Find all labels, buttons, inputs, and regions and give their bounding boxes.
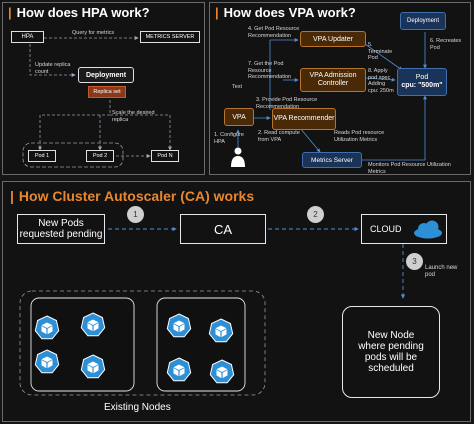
hpa-scale-arrow-n [110, 114, 172, 151]
vpa-box: VPA [224, 108, 254, 126]
ca-pending-pods-box: New Pods requested pending [17, 214, 105, 244]
hpa-deployment-box: Deployment [78, 67, 134, 83]
hpa-box-label: HPA [21, 34, 34, 40]
kubernetes-pod-icon [166, 357, 192, 382]
vpa-updater-label: VPA Updater [313, 35, 353, 43]
hpa-update-label: Update replica count [35, 62, 71, 75]
ca-box-label: CA [213, 221, 233, 237]
ca-existing-nodes-label: Existing Nodes [104, 402, 171, 413]
vpa-metrics-to-pod [360, 95, 427, 161]
ca-step-3-badge: 3 [406, 253, 423, 270]
vpa-text-label: Text [232, 84, 243, 90]
hpa-pod-2-label: Pod 2 [92, 153, 108, 159]
vpa-step8-label: 8. Apply pod spec Adding cpu: 250m [368, 68, 394, 94]
ca-cloud-label: CLOUD [370, 224, 402, 234]
ca-cloud-box: CLOUD [361, 214, 447, 244]
ca-new-node-label: New Node where pending pods will be sche… [358, 330, 424, 374]
hpa-pod-2: Pod 2 [86, 150, 114, 162]
hpa-scale-arrow [38, 100, 111, 151]
ca-box: CA [180, 214, 266, 244]
hpa-pod-n-label: Pod N [157, 153, 173, 159]
vpa-reads-label: Reads Pod resource Utilization Metrics [334, 130, 385, 143]
ca-step-1-label: 1 [133, 210, 138, 219]
hpa-scale-label: Scale the desired replica [112, 110, 155, 123]
hpa-update-arrow [29, 44, 76, 77]
kubernetes-pod-icon [166, 313, 192, 338]
kubernetes-pod-icon [80, 312, 106, 337]
hpa-pod-1: Pod 1 [28, 150, 56, 162]
vpa-step5-label: 5. Terminate Pod [368, 42, 393, 61]
cloud-icon [414, 220, 442, 239]
vpa-deployment-box: Deployment [400, 12, 446, 30]
hpa-pod-1-label: Pod 1 [34, 153, 50, 159]
ca-pending-pods-label: New Pods requested pending [19, 218, 103, 240]
vpa-pod-cpu: cpu: "500m" [401, 82, 443, 89]
vpa-step6-label: 6. Recreates Pod [430, 38, 462, 51]
hpa-replicaset-box: Replica set [88, 86, 126, 98]
kubernetes-pod-icon [34, 349, 60, 374]
kubernetes-pod-icon [209, 359, 235, 384]
ca-title: |How Cluster Autoscaler (CA) works [10, 188, 255, 204]
hpa-deployment-label: Deployment [85, 71, 127, 79]
vpa-box-label: VPA [232, 113, 246, 121]
hpa-title: |How does HPA work? [8, 5, 150, 20]
hpa-metrics-server-box: METRICS SERVER [140, 31, 200, 43]
ca-step-1-badge: 1 [127, 206, 144, 223]
kubernetes-pod-icon [208, 318, 234, 343]
vpa-admission-to-pod [364, 77, 396, 82]
hpa-replicaset-label: Replica set [93, 89, 121, 95]
vpa-pod-title: Pod [415, 74, 429, 81]
vpa-updater-box: VPA Updater [300, 31, 366, 47]
vpa-monitors-label: Monitors Pod Resource Utilization Metric… [368, 162, 451, 175]
vpa-step2-label: 2. Read compute from VPA [258, 130, 300, 143]
vpa-updater-to-pod [364, 43, 403, 71]
vpa-step3-label: 3. Provide Pod Resource Recommendation [256, 97, 318, 110]
vpa-recommender-label: VPA Recommender [273, 115, 335, 122]
vpa-deployment-label: Deployment [406, 18, 439, 24]
hpa-box: HPA [11, 31, 44, 43]
vpa-step4-label: 4. Get Pod Resource Recommendation [248, 26, 300, 39]
vpa-metrics-server-box: Metrics Server [302, 152, 362, 168]
ca-step-3-label: 3 [412, 257, 417, 266]
kubernetes-pod-icon [34, 315, 60, 340]
person-icon [231, 147, 245, 167]
vpa-step1-label: 1. Configure HPA [214, 132, 244, 145]
ca-new-node-box: New Node where pending pods will be sche… [342, 306, 440, 398]
vpa-pod-box: Pod cpu: "500m" [397, 68, 447, 96]
vpa-admission-box: VPA Admission Controller [300, 68, 366, 92]
hpa-pod-n: Pod N [151, 150, 179, 162]
vpa-metrics-server-label: Metrics Server [311, 156, 353, 164]
vpa-title: |How does VPA work? [215, 5, 356, 20]
vpa-recommender-box: VPA Recommender [272, 108, 336, 130]
hpa-query-label: Query for metrics [72, 30, 115, 36]
ca-launch-label: Launch new pod [425, 265, 458, 278]
hpa-metrics-server-label: METRICS SERVER [145, 34, 195, 40]
kubernetes-pod-icon [80, 354, 106, 379]
vpa-step7-label: 7. Get the Pod Resource Recommendation [248, 61, 292, 80]
existing-nodes-group [19, 290, 266, 396]
vpa-rec-to-metrics [299, 127, 321, 153]
ca-step-2-badge: 2 [307, 206, 324, 223]
ca-step-2-label: 2 [313, 210, 318, 219]
vpa-admission-label: VPA Admission Controller [309, 72, 357, 87]
hpa-pods-group [22, 142, 124, 168]
